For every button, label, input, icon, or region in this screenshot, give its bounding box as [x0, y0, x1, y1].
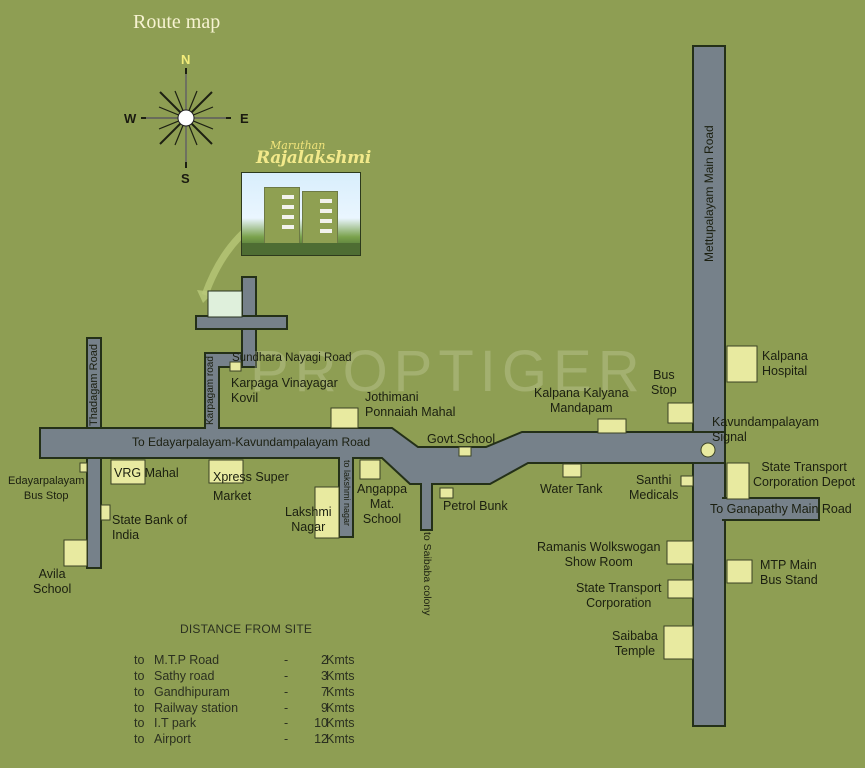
- landmark-petrol-bunk: Petrol Bunk: [443, 499, 508, 513]
- compass-rose-icon: [141, 68, 231, 168]
- road-label-mettupalayam: Mettupalayam Main Road: [702, 125, 716, 262]
- landmark-avila-box: [63, 539, 88, 567]
- landmark-jothimani-box: [330, 407, 359, 429]
- distance-heading: DISTANCE FROM SITE: [180, 622, 313, 636]
- landmark-bus-stop-box: [667, 402, 694, 424]
- compass-south-label: S: [181, 171, 190, 186]
- landmark-ramanis-box: [666, 540, 694, 565]
- landmark-santhi-box: [680, 475, 694, 487]
- landmark-saibaba-temple-box: [663, 625, 694, 660]
- landmark-water-tank-box: [562, 463, 582, 478]
- road-label-karpagam: Karpagam road: [205, 356, 216, 425]
- watermark: PROPTIGER: [250, 339, 646, 404]
- project-name-line1: Maruthan: [270, 139, 326, 152]
- landmark-kalpana-hospital-box: [726, 345, 758, 383]
- road-main-horizontal: [39, 427, 726, 485]
- landmark-stc-box: [667, 579, 694, 599]
- landmark-lakshmi-box: [314, 486, 340, 539]
- project-name-line2: Rajalakshmi: [256, 148, 372, 168]
- compass-west-label: W: [124, 111, 137, 126]
- page-title: Route map: [133, 11, 221, 33]
- road-label-thadagam: Thadagam Road: [88, 344, 100, 426]
- road-label-main: To Edayarpalayam-Kavundampalayam Road: [132, 435, 371, 449]
- landmark-water-tank: Water Tank: [540, 482, 603, 496]
- landmark-kalpana-kalyana-box: [597, 418, 627, 434]
- landmark-govt-school: Govt.School: [427, 432, 496, 446]
- road-mettupalayam: [692, 45, 726, 727]
- compass-north-label: N: [181, 52, 191, 67]
- landmark-xpress-box: [208, 459, 244, 484]
- landmark-vrg-box: [110, 459, 146, 485]
- landmark-sbi-box: [100, 504, 111, 521]
- site-block[interactable]: [207, 290, 243, 318]
- landmark-karpaga-box: [229, 361, 242, 372]
- landmark-stc-depot-box: [726, 462, 750, 500]
- road-label-lakshmi-nagar: to lakshmi nagar: [342, 460, 352, 527]
- road-saibaba: [420, 479, 433, 531]
- landmark-mtp-bus-box: [726, 559, 753, 584]
- compass-east-label: E: [240, 111, 249, 126]
- landmark-vrg-mahal: VRG Mahal: [114, 466, 179, 480]
- road-label-sundhara: Sundhara Nayagi Road: [232, 352, 352, 364]
- landmark-edayar-bus-box: [79, 462, 88, 473]
- landmark-petrol-box: [439, 487, 454, 499]
- road-label-saibaba-colony: to Saibaba colony: [421, 532, 433, 616]
- landmark-angappa-box: [359, 459, 381, 480]
- road-label-ganapathy: To Ganapathy Main Road: [710, 502, 852, 516]
- building-photo: [241, 172, 361, 256]
- signal-marker: [700, 442, 716, 458]
- landmark-govt-school-box: [458, 446, 472, 457]
